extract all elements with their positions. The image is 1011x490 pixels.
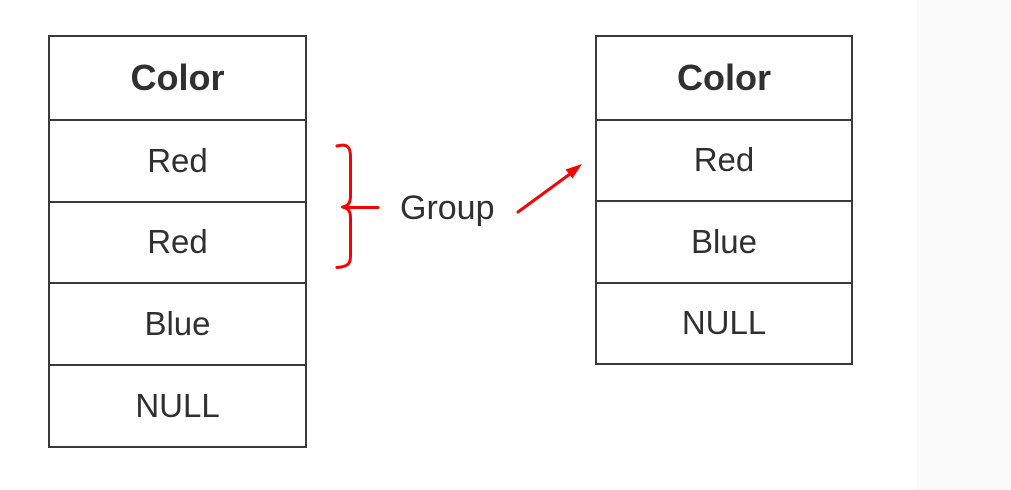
- curly-brace-icon: [335, 143, 352, 269]
- table-row: Red: [597, 118, 851, 201]
- result-color-table: Color Red Blue NULL: [595, 35, 853, 365]
- table-header-cell: Color: [677, 56, 771, 98]
- table-row: NULL: [597, 281, 851, 364]
- page-edge-strip: [917, 0, 1011, 490]
- table-row: Blue: [50, 282, 305, 364]
- arrow-up-right-icon: [516, 171, 574, 214]
- table-row: Red: [50, 200, 305, 283]
- table-header-cell: Color: [130, 56, 225, 98]
- source-color-table: Color Red Red Blue NULL: [48, 35, 307, 448]
- arrow-head: [565, 164, 582, 179]
- group-label: Group: [400, 189, 495, 227]
- table-row: Blue: [597, 200, 851, 282]
- table-row: Red: [50, 118, 305, 201]
- table-row: NULL: [50, 364, 305, 446]
